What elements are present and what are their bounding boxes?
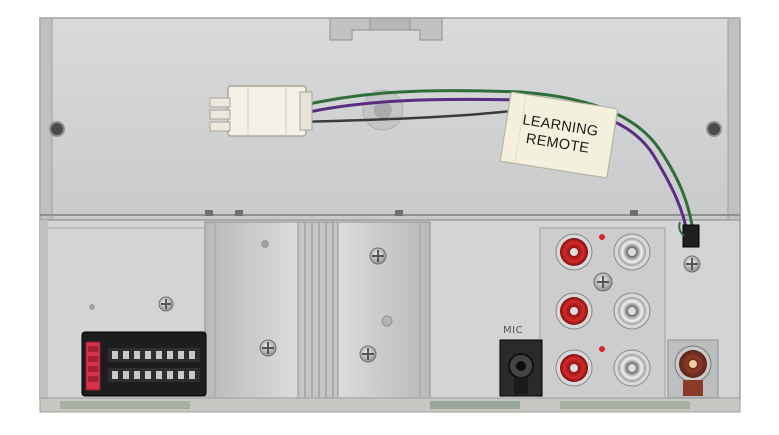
red-dot-marker	[599, 346, 605, 352]
rca-jack-white-sub[interactable]	[613, 349, 651, 387]
label-tag-shape	[499, 91, 619, 179]
mic-label: MIC	[503, 325, 524, 336]
screw-rca-center	[593, 272, 613, 292]
iso-wiring-connector[interactable]	[81, 331, 207, 397]
mic-jack[interactable]	[499, 339, 543, 397]
heatsink-rivet	[261, 240, 269, 248]
screw-left-panel	[158, 296, 174, 312]
antenna-jack[interactable]	[667, 339, 719, 399]
screw-ground	[683, 255, 701, 273]
rca-jack-red-rear[interactable]	[555, 292, 593, 330]
heatsink	[204, 221, 431, 399]
indicator-hole	[89, 304, 95, 310]
red-dot-marker	[599, 234, 605, 240]
rca-jack-white-front[interactable]	[613, 233, 651, 271]
screw-heatsink-1	[259, 339, 277, 357]
rca-jack-red-sub[interactable]	[555, 349, 593, 387]
rca-jack-white-rear[interactable]	[613, 292, 651, 330]
learning-remote-connector[interactable]	[209, 85, 313, 137]
screw-heatsink-3	[359, 345, 377, 363]
rca-jack-red-front[interactable]	[555, 233, 593, 271]
heatsink-rivet	[381, 315, 393, 327]
screw-heatsink-2	[369, 247, 387, 265]
